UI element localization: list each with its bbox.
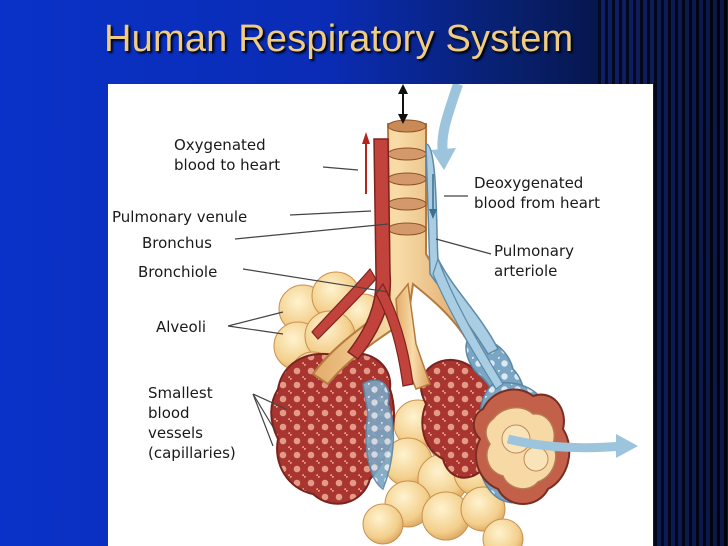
label-pulmonary-venule: Pulmonary venule [112,208,247,226]
respiratory-diagram: Oxygenated blood to heart Pulmonary venu… [112,84,638,546]
inflow-arrow [431,84,463,170]
label-arteriole-1: Pulmonary [494,242,574,260]
slide-title: Human Respiratory System [104,18,574,60]
pulmonary-venule [311,132,414,387]
label-capillaries-2: blood [148,404,190,422]
label-capillaries-1: Smallest [148,384,213,402]
label-deoxygenated-2: blood from heart [474,194,600,212]
label-alveoli: Alveoli [156,318,206,336]
label-bronchus: Bronchus [142,234,212,252]
labels: Oxygenated blood to heart Pulmonary venu… [112,136,600,462]
leader-lines [227,166,492,447]
label-bronchiole: Bronchiole [138,263,217,281]
diagram-panel: Oxygenated blood to heart Pulmonary venu… [108,84,653,546]
label-arteriole-2: arteriole [494,262,557,280]
label-oxygenated-1: Oxygenated [174,136,266,154]
alveolus-section [472,388,571,505]
pulmonary-arteriole [425,143,504,390]
label-oxygenated-2: blood to heart [174,156,280,174]
label-capillaries-4: (capillaries) [148,444,236,462]
label-capillaries-3: vessels [148,424,203,442]
outflow-arrow [506,434,638,458]
label-deoxygenated-1: Deoxygenated [474,174,583,192]
